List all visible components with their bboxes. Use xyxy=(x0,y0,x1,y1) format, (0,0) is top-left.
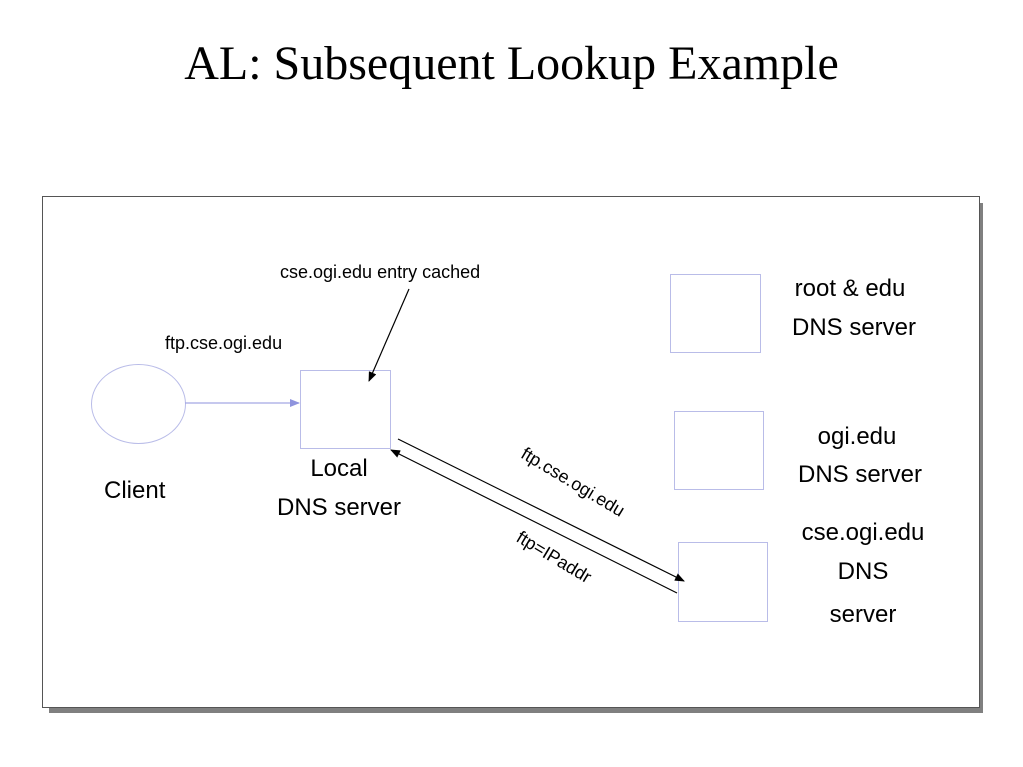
ogi-dns-label-line1: ogi.edu xyxy=(817,423,897,450)
local-dns-server-node xyxy=(300,370,391,449)
root-edu-dns-server-node xyxy=(670,274,761,353)
client-node xyxy=(91,364,186,444)
cse-ogi-edu-dns-server-node xyxy=(678,542,768,622)
diagram-frame xyxy=(42,196,980,708)
root-dns-label-line1: root & edu xyxy=(794,275,906,302)
local-dns-label-line1: Local xyxy=(310,455,368,482)
cache-annotation-label: cse.ogi.edu entry cached xyxy=(280,262,481,282)
client-query-label: ftp.cse.ogi.edu xyxy=(165,333,283,353)
cache-annotation-arrow xyxy=(368,288,410,382)
cse-dns-label-line1: cse.ogi.edu xyxy=(801,519,925,546)
local-to-cse-query-arrow xyxy=(397,438,685,582)
ogi-edu-dns-server-node xyxy=(674,411,764,490)
cse-to-local-reply-arrow xyxy=(390,449,678,594)
ogi-dns-label-line2: DNS server xyxy=(797,461,923,488)
local-dns-label-line2: DNS server xyxy=(276,494,402,521)
client-label: Client xyxy=(104,477,166,504)
cse-dns-label-line3: server xyxy=(829,601,897,628)
root-dns-label-line2: DNS server xyxy=(791,314,917,341)
cse-dns-label-line2: DNS xyxy=(837,558,889,585)
slide-title: AL: Subsequent Lookup Example xyxy=(184,37,839,90)
